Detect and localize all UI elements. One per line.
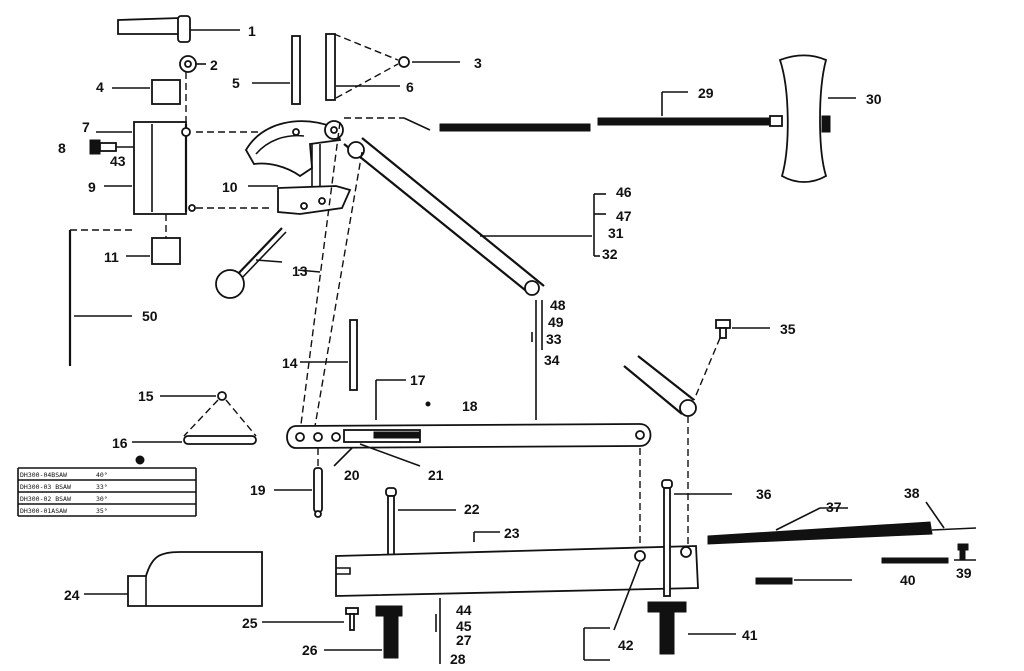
callout-14: 14 — [282, 355, 298, 371]
bracket-48-34 — [531, 300, 543, 420]
callout-28: 28 — [450, 651, 466, 667]
callout-46: 46 — [616, 184, 632, 200]
dashed-link — [299, 121, 341, 433]
callout-17: 17 — [410, 372, 426, 388]
callout-2: 2 — [210, 57, 218, 73]
callout-3: 3 — [474, 55, 482, 71]
callout-47: 47 — [616, 208, 632, 224]
part-26-foot — [324, 605, 403, 659]
part-8-bolt — [89, 139, 134, 155]
part-50-rod — [68, 229, 134, 366]
base-plate — [335, 545, 852, 597]
callout-21: 21 — [428, 467, 444, 483]
callout-5: 5 — [232, 75, 240, 91]
callout-29: 29 — [698, 85, 714, 101]
callout-19: 19 — [250, 482, 266, 498]
callout-line-20 — [333, 447, 353, 467]
part-30-t-handle — [769, 54, 856, 183]
callout-23: 23 — [504, 525, 520, 541]
part-14-pin — [300, 319, 358, 391]
table-code-3: DH300-01ASAW — [20, 507, 67, 515]
short-arm — [623, 355, 697, 546]
inset-table: DH300-04BSAW 40° DH300-03 BSAW 33° DH300… — [17, 455, 197, 517]
callout-49: 49 — [548, 314, 564, 330]
callout-9: 9 — [88, 179, 96, 195]
table-angle-3: 35° — [96, 507, 108, 515]
callout-6: 6 — [406, 79, 414, 95]
callout-20: 20 — [344, 467, 360, 483]
callout-42: 42 — [618, 637, 634, 653]
callout-37: 37 — [826, 499, 842, 515]
part-41-foot — [647, 601, 736, 655]
callout-15: 15 — [138, 388, 154, 404]
callout-line-42 — [613, 561, 641, 631]
part-5-pin — [252, 35, 301, 105]
callout-7: 7 — [82, 119, 90, 135]
callout-39: 39 — [956, 565, 972, 581]
callout-36: 36 — [756, 486, 772, 502]
callout-1: 1 — [248, 23, 256, 39]
part-4-block — [112, 72, 187, 124]
part-11-block — [126, 214, 181, 265]
callout-30: 30 — [866, 91, 882, 107]
callout-27: 27 — [456, 632, 472, 648]
part-12-knob-lever — [215, 227, 287, 299]
callout-33: 33 — [546, 331, 562, 347]
callout-line-21 — [359, 443, 421, 467]
part-10-quadrant — [244, 120, 352, 215]
part-31-arm — [343, 137, 606, 296]
part-18-rivet — [425, 401, 431, 407]
callout-22: 22 — [464, 501, 480, 517]
callout-18: 18 — [462, 398, 478, 414]
callout-50: 50 — [142, 308, 158, 324]
part-22-bolt — [385, 487, 456, 557]
callout-10: 10 — [222, 179, 238, 195]
part-36-bolt — [661, 479, 732, 597]
part-40-strip — [881, 543, 976, 564]
callout-32: 32 — [602, 246, 618, 262]
callout-8: 8 — [58, 140, 66, 156]
part-24-guard — [84, 551, 263, 607]
part-37-blade — [707, 501, 977, 545]
part-25-screw — [262, 607, 359, 631]
part-16-pin — [132, 391, 257, 445]
part-6-pin — [325, 33, 400, 101]
table-code-1: DH300-03 BSAW — [20, 483, 71, 491]
callout-11: 11 — [104, 249, 119, 265]
callout-4: 4 — [96, 79, 104, 95]
callout-24: 24 — [64, 587, 80, 603]
part-3-nut — [333, 33, 460, 99]
main-link-bar — [286, 423, 652, 546]
callout-31: 31 — [608, 225, 624, 241]
table-angle-0: 40° — [96, 471, 108, 479]
callout-45: 45 — [456, 618, 472, 634]
callout-38: 38 — [904, 485, 920, 501]
table-angle-1: 33° — [96, 483, 108, 491]
callout-34: 34 — [544, 352, 560, 368]
table-code-2: DH300-02 BSAW — [20, 495, 71, 503]
callout-13: 13 — [292, 263, 308, 279]
dashed-link — [313, 151, 363, 433]
callout-41: 41 — [742, 627, 758, 643]
callout-labels: 1 2 3 4 5 6 7 8 43 9 10 11 13 14 15 16 1… — [58, 23, 972, 667]
part-2-washer — [179, 55, 206, 73]
callout-25: 25 — [242, 615, 258, 631]
table-code-0: DH300-04BSAW — [20, 471, 67, 479]
callout-44: 44 — [456, 602, 472, 618]
callout-26: 26 — [302, 642, 318, 658]
part-29-threaded-rod — [344, 91, 771, 132]
part-35-screw — [693, 319, 770, 401]
callout-35: 35 — [780, 321, 796, 337]
part-19-pin — [274, 448, 323, 518]
part-9-housing — [96, 121, 272, 215]
bullet-dot — [135, 455, 145, 465]
table-angle-2: 30° — [96, 495, 108, 503]
callout-48: 48 — [550, 297, 566, 313]
part-1-lever — [117, 15, 240, 43]
callout-40: 40 — [900, 572, 916, 588]
callout-43: 43 — [110, 153, 126, 169]
callout-16: 16 — [112, 435, 128, 451]
